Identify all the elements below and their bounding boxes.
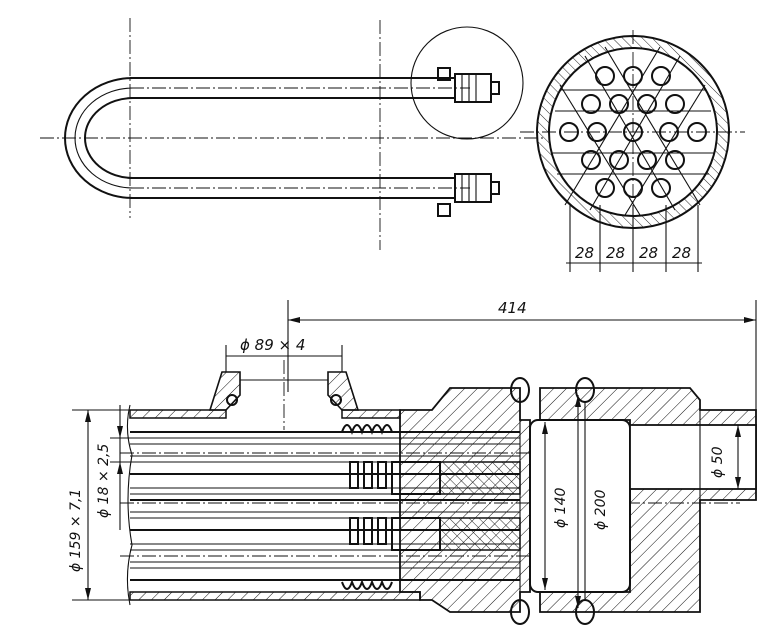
shell-dim: ϕ 159 × 7,1 [68,489,84,572]
nozzle-dim: ϕ 89 × 4 [240,336,305,354]
pitch-dim-1: 28 [575,244,594,262]
outer-200-dim: ϕ 200 [593,490,609,531]
pitch-dim-2: 28 [606,244,625,262]
overall-length-dim: 414 [498,299,527,317]
tube-circles [559,66,707,198]
longitudinal-section: 414 ϕ 89 × 4 [68,299,757,625]
pitch-dim-4: 28 [672,244,691,262]
outlet-dim: ϕ 50 [710,446,726,478]
tube-bundle-cross-section: 28 28 28 28 [520,30,745,272]
inner-tube-dim: ϕ 18 × 2,5 [96,444,112,518]
pitch-dim-3: 28 [639,244,658,262]
bore-140-dim: ϕ 140 [553,488,569,529]
u-tube-top-view [40,18,545,250]
